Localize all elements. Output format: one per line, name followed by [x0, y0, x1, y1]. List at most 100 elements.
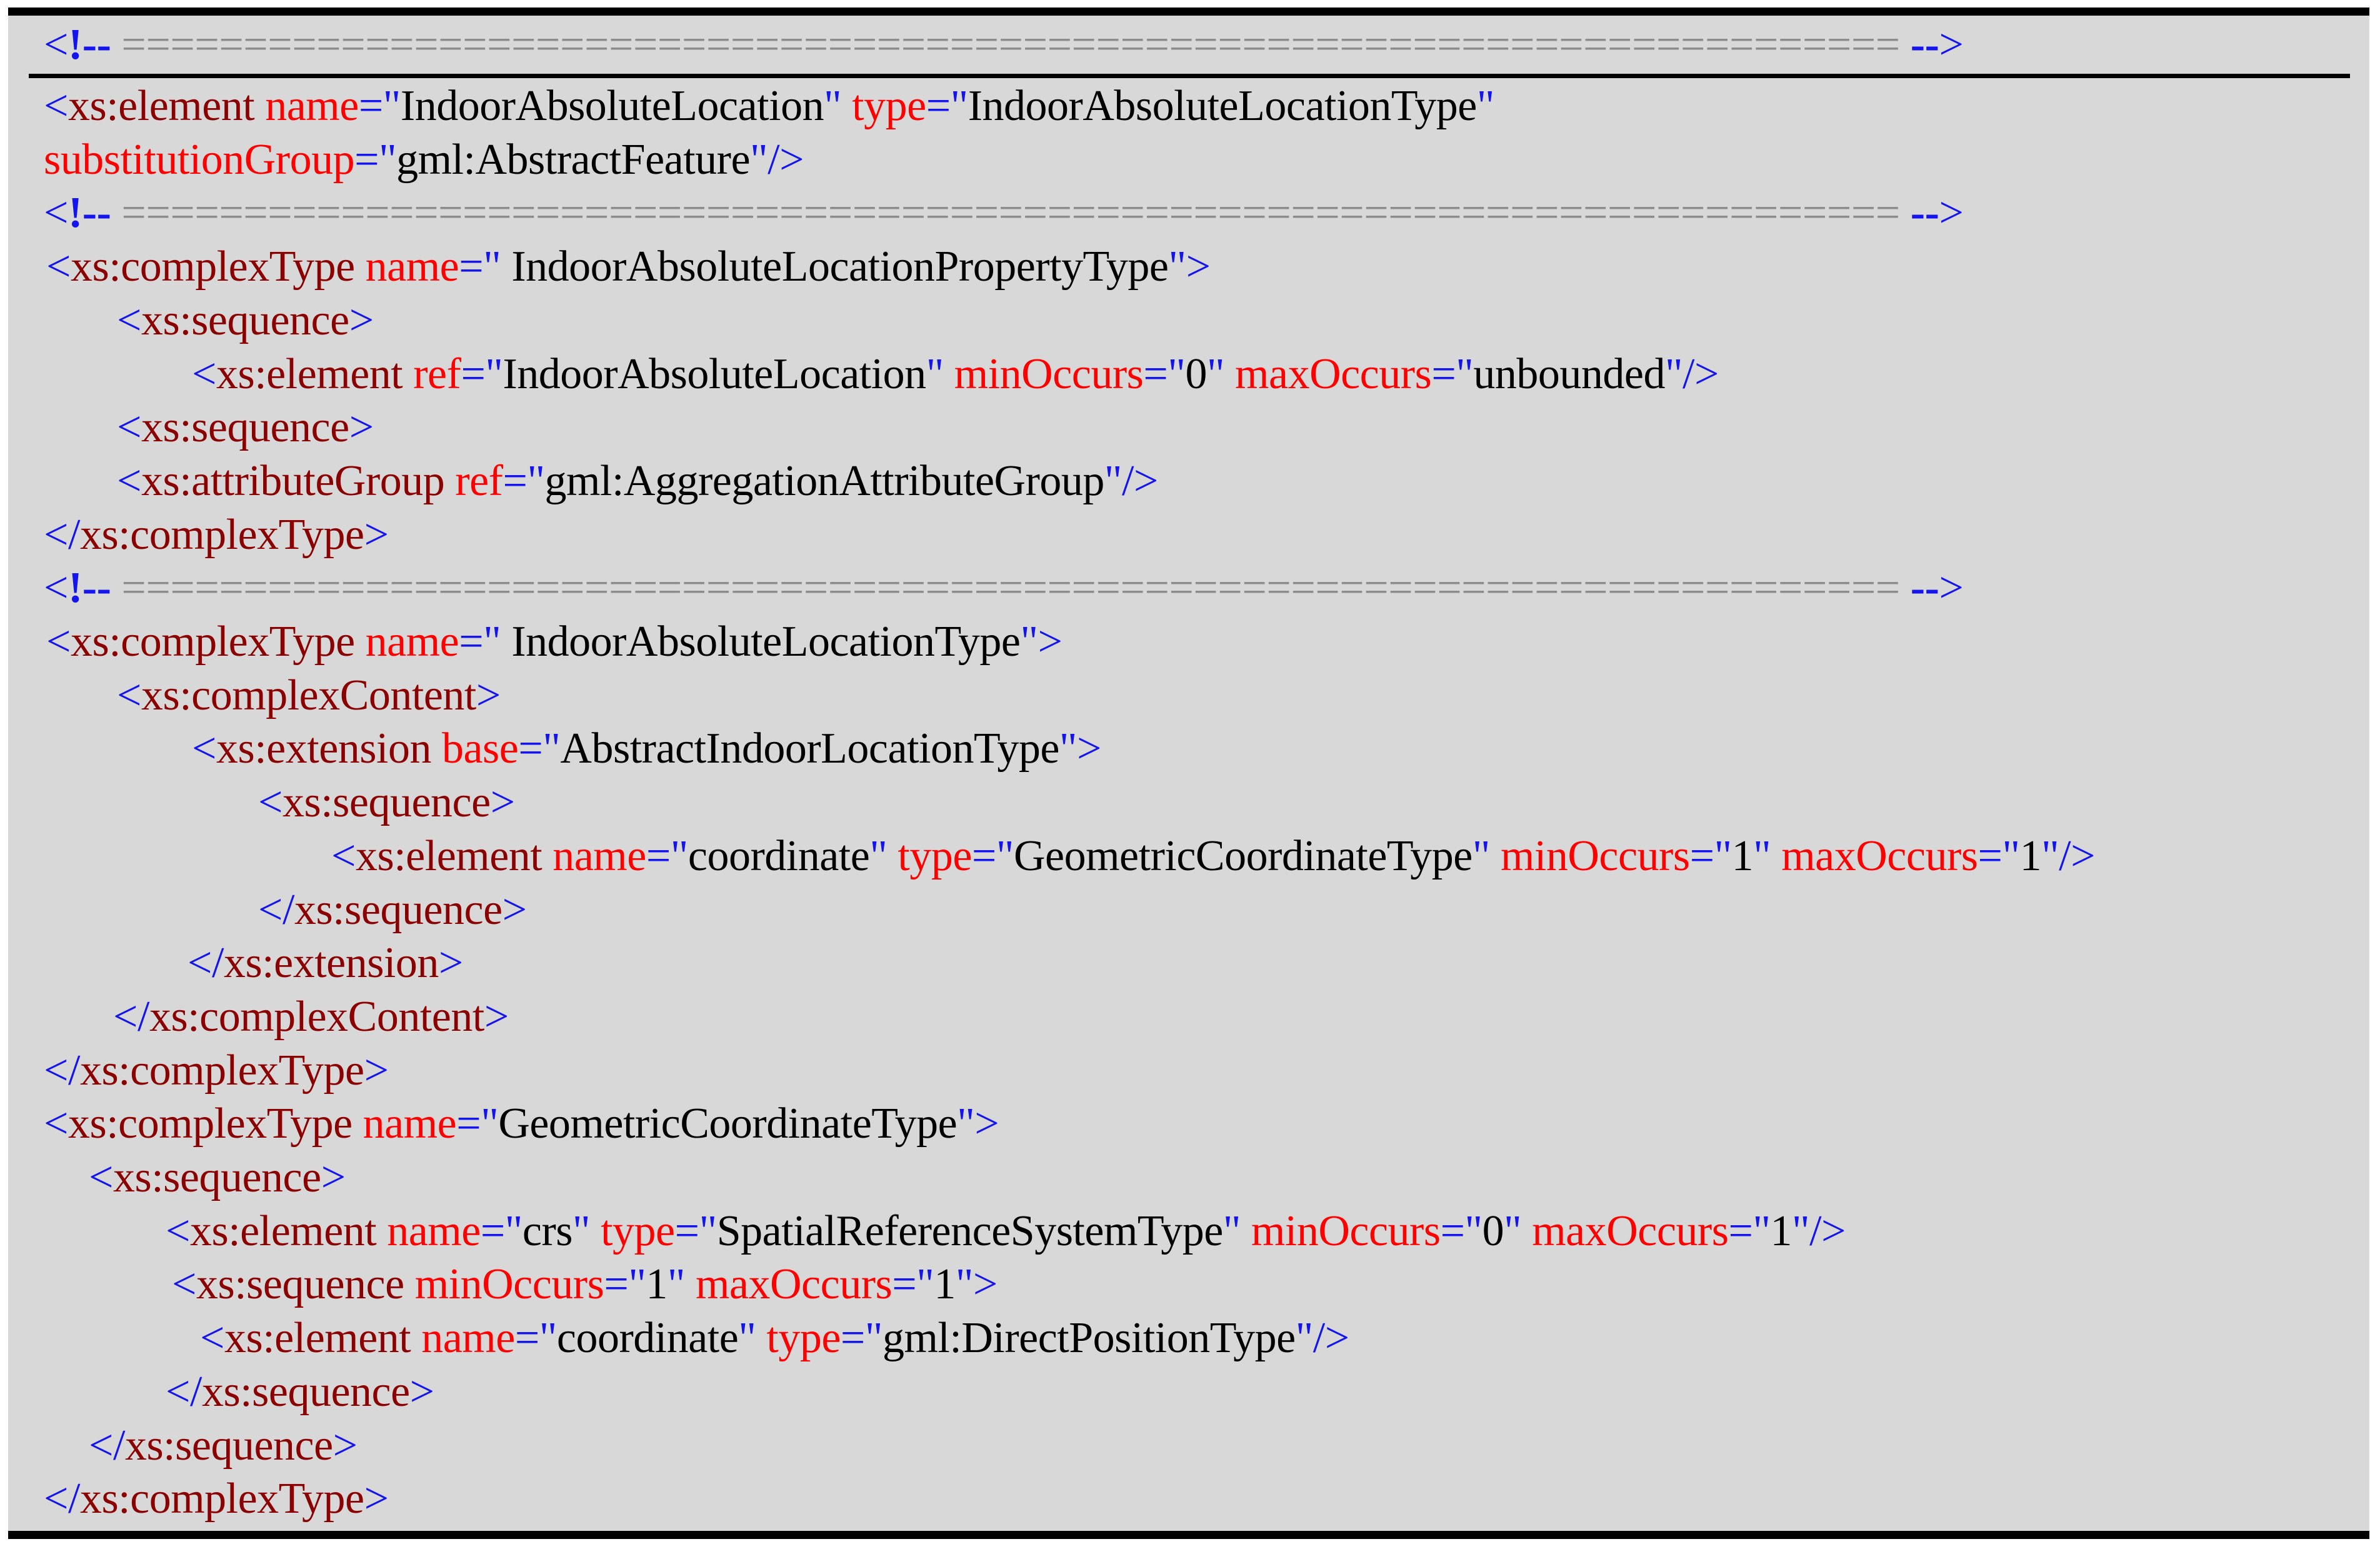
xml-punctuation: "/>	[750, 135, 804, 184]
xml-punctuation: ="	[358, 82, 401, 130]
xml-attribute-value	[376, 1207, 387, 1255]
xml-punctuation: </	[113, 992, 149, 1041]
xml-attribute-value: 1	[934, 1260, 956, 1309]
xml-punctuation: "/>	[1792, 1206, 1846, 1255]
xml-punctuation: >	[349, 403, 374, 452]
code-line: <!-- ===================================…	[8, 186, 2369, 240]
xml-attribute-value: 1	[2019, 831, 2042, 880]
xml-punctuation: >	[1939, 21, 1964, 69]
xml-punctuation: ">	[1168, 243, 1211, 291]
xml-punctuation: <	[117, 403, 141, 452]
xml-punctuation: ="	[971, 831, 1014, 880]
xsd-code-listing: <!-- ===================================…	[8, 8, 2369, 1539]
xml-punctuation: "	[926, 349, 944, 398]
xml-punctuation: >	[502, 885, 527, 934]
code-line: <xs:sequence>	[8, 401, 2369, 454]
xml-attribute-name: minOccurs	[1500, 831, 1690, 880]
code-line: <xs:element ref="IndoorAbsoluteLocation"…	[8, 348, 2369, 401]
xml-tag-name: xs:element	[216, 349, 403, 398]
xml-tag-name: xs:sequence	[282, 778, 491, 827]
xml-attribute-value	[542, 832, 552, 880]
xml-punctuation: ="	[840, 1314, 883, 1363]
xml-attribute-name: maxOccurs	[1781, 831, 1978, 880]
xml-punctuation: <	[46, 243, 71, 291]
xml-punctuation: "	[1753, 831, 1771, 880]
xml-punctuation: <	[117, 456, 141, 505]
xml-attribute-name: minOccurs	[1251, 1206, 1441, 1255]
xml-punctuation: >	[332, 1421, 358, 1470]
xml-attribute-name: ref	[413, 349, 461, 398]
xml-punctuation: <	[44, 1100, 68, 1148]
xml-attribute-value	[431, 724, 442, 773]
xml-tag-name: xs:sequence	[141, 403, 349, 452]
xml-tag-name: xs:complexType	[70, 618, 355, 666]
code-line: <xs:sequence minOccurs="1" maxOccurs="1"…	[8, 1258, 2369, 1311]
xml-punctuation: ="	[1978, 831, 2021, 880]
xml-comment-dashes: --	[1910, 189, 1939, 238]
xml-attribute-value: gml:AggregationAttributeGroup	[544, 456, 1105, 505]
xml-punctuation: >	[364, 1046, 389, 1095]
code-line: </xs:sequence>	[8, 883, 2369, 937]
code-line: <!-- ===================================…	[8, 561, 2369, 615]
xml-punctuation: ="	[604, 1260, 646, 1309]
xml-attribute-value: crs	[522, 1206, 573, 1255]
code-line: <xs:complexType name=" IndoorAbsoluteLoc…	[8, 615, 2369, 669]
xml-punctuation: ">	[1020, 618, 1062, 666]
xml-tag-name: xs:element	[224, 1314, 411, 1363]
xml-punctuation: <	[331, 831, 356, 880]
xml-punctuation: ="	[514, 1314, 558, 1363]
xml-punctuation: ="	[459, 618, 501, 666]
xml-punctuation: <	[46, 618, 71, 666]
xml-tag-name: xs:sequence	[294, 885, 502, 934]
xml-punctuation: >	[476, 671, 501, 719]
xml-tag-name: xs:sequence	[124, 1421, 333, 1470]
xml-punctuation: <	[44, 189, 68, 238]
xml-attribute-name: type	[766, 1314, 841, 1363]
xml-attribute-value	[887, 832, 898, 880]
xml-punctuation: <	[172, 1260, 196, 1309]
code-line: <xs:element name="crs" type="SpatialRefe…	[8, 1205, 2369, 1258]
xml-punctuation: <	[44, 21, 68, 69]
xml-punctuation: ="	[1440, 1206, 1483, 1255]
xml-attribute-name: name	[265, 82, 359, 130]
xml-tag-name: xs:complexType	[79, 1475, 364, 1523]
header-separator-line	[29, 74, 2350, 78]
xml-attribute-value	[411, 1314, 421, 1362]
xml-attribute-name: maxOccurs	[1235, 349, 1432, 398]
xml-punctuation: >	[490, 778, 515, 827]
xml-punctuation: "	[667, 1260, 686, 1309]
xml-attribute-value	[352, 1100, 363, 1148]
xml-punctuation: ="	[354, 135, 397, 184]
xml-punctuation: <	[117, 296, 141, 344]
xml-attribute-value	[1490, 832, 1501, 880]
xml-attribute-value	[685, 1260, 696, 1308]
xml-punctuation: ="	[926, 82, 969, 130]
xml-attribute-name: type	[898, 831, 972, 880]
xml-attribute-name: minOccurs	[954, 349, 1144, 398]
xml-punctuation: ="	[461, 349, 503, 398]
xml-attribute-value: IndoorAbsoluteLocationType	[968, 82, 1478, 130]
xml-attribute-name: maxOccurs	[1532, 1206, 1729, 1255]
xml-punctuation: ">	[955, 1260, 998, 1309]
xml-attribute-value: gml:AbstractFeature	[396, 135, 751, 184]
xml-attribute-value: 0	[1482, 1206, 1504, 1255]
xml-tag-name: xs:element	[68, 82, 255, 130]
xml-punctuation: <	[117, 671, 141, 719]
xml-punctuation: ="	[674, 1206, 718, 1255]
xml-punctuation: <	[44, 82, 68, 130]
xml-comment-fill: ========================================…	[111, 189, 1911, 238]
xml-attribute-name: name	[421, 1314, 515, 1363]
xml-tag-name: xs:element	[189, 1206, 377, 1255]
xml-comment-dashes: !--	[68, 564, 111, 613]
comment-header-row: <!-- ===================================…	[8, 16, 2369, 74]
xml-attribute-name: substitutionGroup	[44, 135, 355, 184]
xml-punctuation: ="	[456, 1100, 499, 1148]
xml-punctuation: <	[44, 564, 68, 613]
xml-punctuation: "	[824, 82, 842, 130]
xml-tag-name: xs:complexType	[79, 510, 364, 559]
xml-comment-fill: ========================================…	[111, 564, 1911, 613]
xml-punctuation: ="	[1431, 349, 1474, 398]
code-body: <xs:element name="IndoorAbsoluteLocation…	[8, 78, 2369, 1531]
xml-attribute-value: 0	[1185, 349, 1207, 398]
xml-attribute-value: unbounded	[1473, 349, 1665, 398]
